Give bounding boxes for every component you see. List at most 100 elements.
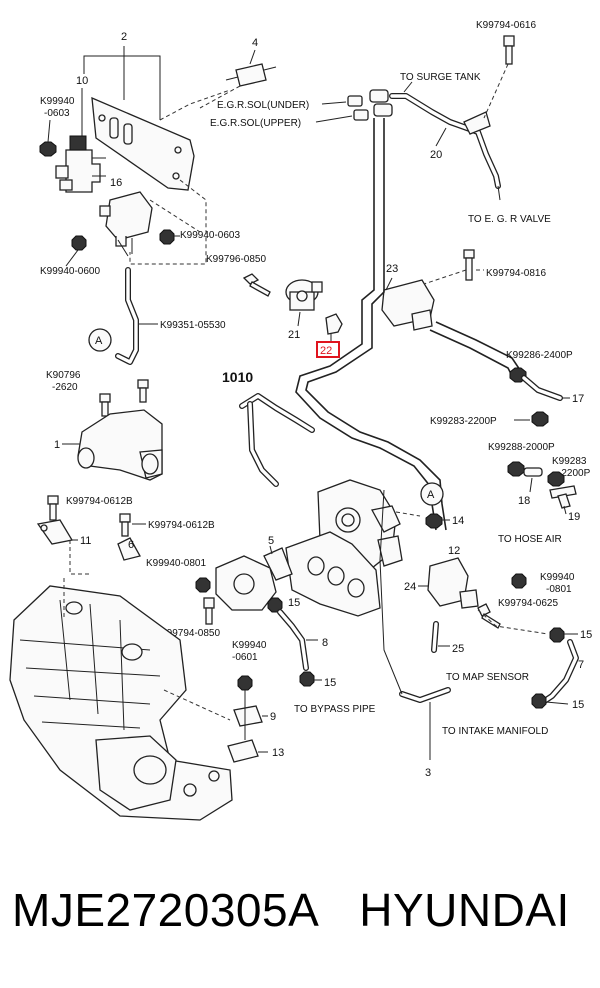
manifold-gasket	[285, 531, 381, 617]
nut-0801-a	[195, 577, 211, 593]
circle-a-center-label: A	[427, 489, 435, 501]
clamp-15-a	[267, 597, 283, 613]
label-to-egr-valve: TO E. G. R VALVE	[468, 214, 551, 225]
filter-4	[225, 63, 277, 87]
label-k99288-2000p: K99288-2000P	[488, 442, 555, 453]
label-to-map-sensor: TO MAP SENSOR	[446, 672, 529, 683]
bolt-0625	[477, 603, 501, 629]
label-k99940-0603-mid: K99940-0603	[180, 230, 240, 241]
hose-7	[537, 639, 579, 707]
bracket-6	[117, 537, 141, 561]
hose-8	[277, 609, 309, 671]
label-24: 24	[404, 581, 416, 593]
label-18: 18	[518, 495, 530, 507]
label-k99940-0601-b: -0601	[232, 652, 258, 663]
label-15-d: 15	[572, 699, 584, 711]
bracket-plate-2	[91, 96, 195, 191]
label-k99940-0603-top: K99940	[40, 96, 75, 107]
label-2200p-b: -2200P	[558, 468, 591, 479]
label-k99794-0612b-a: K99794-0612B	[66, 496, 133, 507]
label-1010: 1010	[222, 369, 253, 385]
label-5: 5	[268, 535, 274, 547]
label-11: 11	[80, 535, 91, 547]
label-15-c: 15	[580, 629, 592, 641]
label-k99796-0850: K99796-0850	[206, 254, 266, 265]
label-to-hose-air: TO HOSE AIR	[498, 534, 562, 545]
solenoid-23	[381, 277, 435, 331]
label-17: 17	[572, 393, 584, 405]
hose-1010	[239, 393, 315, 487]
isc-valve-5	[215, 545, 293, 611]
bolts-2620	[99, 379, 149, 417]
label-k99283-2200p: K99283-2200P	[430, 416, 497, 427]
nut-0601	[237, 675, 253, 691]
label-1: 1	[54, 439, 60, 451]
hose-3	[399, 687, 451, 703]
solenoid-12	[427, 557, 479, 609]
bolt-0616	[503, 35, 515, 65]
label-to-bypass-pipe: TO BYPASS PIPE	[294, 704, 376, 715]
caption-brand: HYUNDAI	[359, 884, 570, 936]
label-k99794-0625: K99794-0625	[498, 598, 558, 609]
label-19: 19	[568, 511, 580, 523]
label-to-intake-manifold: TO INTAKE MANIFOLD	[442, 726, 548, 737]
nut-14	[425, 513, 443, 529]
label-2: 2	[121, 31, 127, 43]
clamp-15-b	[299, 671, 315, 687]
label-3: 3	[425, 767, 431, 779]
label-6: 6	[128, 539, 134, 551]
label-k90796-2620-b: -2620	[52, 382, 78, 393]
clamp-15-c	[549, 627, 565, 643]
solenoid-valve-10	[55, 135, 106, 193]
label-4: 4	[252, 37, 258, 49]
engine-block	[9, 585, 233, 821]
t-joint-19	[549, 485, 577, 509]
hose-17	[521, 375, 563, 401]
label-k99794-0616: K99794-0616	[476, 20, 536, 31]
label-12: 12	[448, 545, 460, 557]
label-20: 20	[430, 149, 442, 161]
label-k99794-0816: K99794-0816	[486, 268, 546, 279]
label-k99794-0850: K99794-0850	[160, 628, 220, 639]
label-10: 10	[76, 75, 88, 87]
highlight-box-22	[316, 341, 340, 358]
label-egr-sol-under: E.G.R.SOL(UNDER)	[217, 100, 309, 111]
bolt-0612b-b	[119, 513, 131, 537]
label-23: 23	[386, 263, 398, 275]
bracket-13	[227, 739, 259, 763]
label-8: 8	[322, 637, 328, 649]
label-k99940-0801-a: K99940-0801	[146, 558, 206, 569]
label-16: 16	[110, 177, 122, 189]
circle-a-left-label: A	[95, 335, 103, 347]
label-0801-b: -0801	[546, 584, 572, 595]
nut-0801-b	[511, 573, 527, 589]
label-15-b: 15	[324, 677, 336, 689]
label-k90796-2620: K90796	[46, 370, 81, 381]
pipe-20	[389, 93, 501, 201]
label-21: 21	[288, 329, 300, 341]
bracket-9	[233, 705, 263, 727]
nut-0600	[71, 235, 87, 251]
clip-22	[325, 313, 343, 342]
bolt-0816	[463, 249, 475, 281]
label-k99286-2400p: K99286-2400P	[506, 350, 573, 361]
callout-2: 2	[83, 31, 161, 120]
label-15-a: 15	[288, 597, 300, 609]
hose-25	[431, 621, 439, 653]
nut-0603-top	[39, 119, 57, 157]
solenoid-valve-16	[99, 191, 153, 257]
circle-a-center: A	[420, 482, 444, 506]
circle-a-left: A	[88, 328, 112, 352]
bolt-0612b-a	[47, 495, 59, 521]
label-9: 9	[270, 711, 276, 723]
hose-18	[523, 467, 543, 477]
label-7: 7	[578, 659, 584, 671]
clamp-2200p-b	[547, 471, 565, 487]
bracket-1	[77, 409, 163, 481]
label-13: 13	[272, 747, 284, 759]
egr-valve-21	[285, 279, 323, 311]
label-to-surge-tank: TO SURGE TANK	[400, 72, 481, 83]
label-14: 14	[452, 515, 464, 527]
